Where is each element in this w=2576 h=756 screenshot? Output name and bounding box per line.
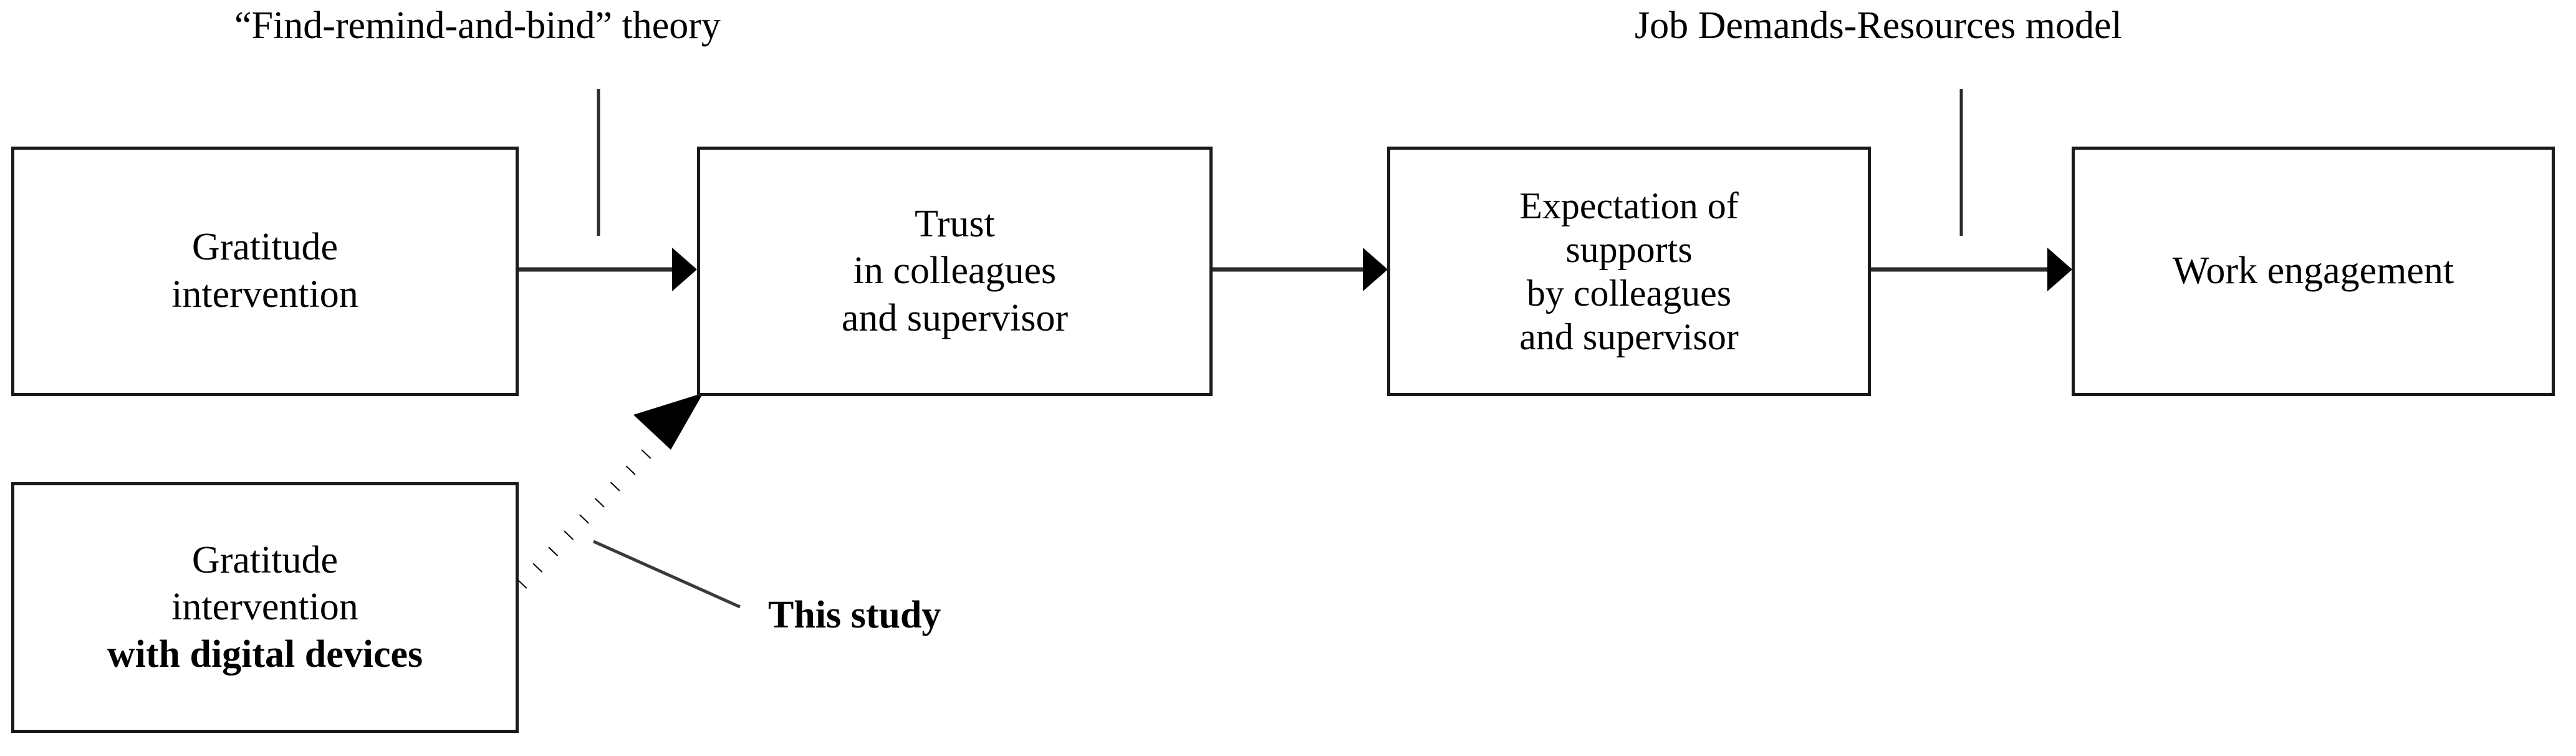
arrow-expectation-to-engagement — [1871, 248, 2072, 291]
box-expectation-of-supports[interactable]: Expectation of supports by colleagues an… — [1387, 147, 1871, 396]
annotation-this-study-label: This study — [768, 594, 941, 636]
box-line: Gratitude — [191, 538, 339, 581]
box-line: Work engagement — [2172, 250, 2454, 293]
box-line: by colleagues — [1526, 273, 1732, 314]
box-line: intervention — [171, 586, 358, 629]
box-line: and supervisor — [1519, 316, 1739, 358]
box-trust[interactable]: Trust in colleagues and supervisor — [697, 147, 1213, 396]
box-work-engagement[interactable]: Work engagement — [2072, 147, 2555, 396]
box-gratitude-intervention[interactable]: Gratitude intervention — [11, 147, 519, 396]
box-gratitude-intervention-digital[interactable]: Gratitude intervention with digital devi… — [11, 482, 519, 733]
leader-line-this-study — [592, 540, 741, 609]
box-line: and supervisor — [841, 296, 1069, 339]
box-line: Expectation of — [1519, 185, 1739, 226]
annotation-theory-label: “Find-remind-and-bind” theory — [234, 4, 721, 47]
box-line: supports — [1565, 228, 1693, 270]
arrow-digital-to-trust — [501, 393, 703, 605]
box-line: Gratitude — [191, 226, 339, 269]
box-line: intervention — [171, 273, 358, 316]
box-line: in colleagues — [853, 250, 1057, 293]
arrow-trust-to-expectation — [1213, 248, 1388, 291]
box-line: with digital devices — [107, 632, 423, 676]
box-line: Trust — [915, 202, 995, 245]
annotation-model-label: Job Demands-Resources model — [1635, 4, 2122, 47]
arrow-gratitude-to-trust — [519, 248, 697, 291]
